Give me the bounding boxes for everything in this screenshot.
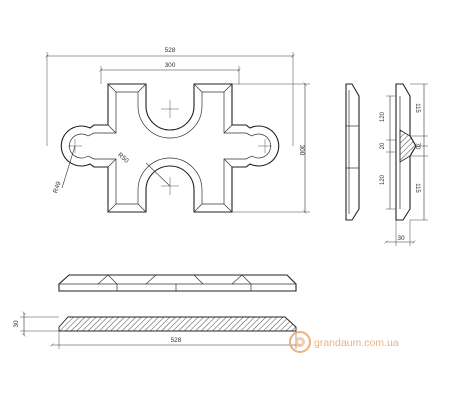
side-elevation bbox=[345, 83, 360, 221]
radius-label-inner: R50 bbox=[116, 151, 130, 164]
dim-section-upper: 120 bbox=[380, 111, 386, 122]
dim-section-thickness: 30 bbox=[386, 220, 414, 246]
dim-section-mid: 70 bbox=[414, 143, 420, 150]
dim-side-length-label: 528 bbox=[171, 337, 182, 344]
dim-inner-width-label: 300 bbox=[165, 62, 176, 69]
radius-label-outer: R49 bbox=[52, 180, 62, 194]
dim-section-top: 115 bbox=[414, 103, 420, 113]
watermark: grandaum.com.ua bbox=[289, 331, 399, 353]
dim-inner-width: 300 bbox=[101, 62, 239, 84]
dim-section-gap: 20 bbox=[380, 142, 386, 149]
section-strip-body bbox=[58, 316, 297, 332]
watermark-text: grandaum.com.ua bbox=[314, 337, 399, 349]
dim-overall-width: 528 bbox=[47, 47, 293, 146]
dim-overall-height-label: 300 bbox=[298, 145, 305, 156]
dim-section-lower: 120 bbox=[380, 174, 386, 185]
dim-section-thickness-label: 30 bbox=[397, 235, 405, 242]
section-strip: 30 528 bbox=[13, 313, 300, 349]
dim-side-length: 528 bbox=[52, 331, 300, 349]
front-elevation bbox=[58, 274, 297, 292]
dim-chain-left: 120 20 120 bbox=[380, 95, 396, 210]
radius-leader-outer bbox=[61, 145, 76, 189]
center-marks bbox=[68, 100, 272, 195]
front-elevation-outline bbox=[58, 274, 297, 292]
dim-overall-width-label: 528 bbox=[165, 47, 176, 54]
dim-section-bottom: 115 bbox=[414, 183, 420, 193]
side-elevation-outline bbox=[345, 83, 360, 221]
radius-leader-inner bbox=[145, 162, 171, 187]
section-view: 115 70 115 120 20 120 30 bbox=[380, 83, 428, 246]
dim-side-thickness-label: 30 bbox=[13, 320, 20, 328]
plan-view: R50 R49 528 300 300 bbox=[47, 47, 310, 212]
watermark-logo-icon bbox=[289, 331, 311, 353]
dim-side-thickness: 30 bbox=[13, 313, 59, 335]
bevel-lines bbox=[107, 83, 233, 213]
section-hatch bbox=[399, 129, 417, 163]
dim-chain-right: 115 70 115 bbox=[410, 83, 428, 221]
dim-overall-height: 300 bbox=[232, 84, 310, 212]
